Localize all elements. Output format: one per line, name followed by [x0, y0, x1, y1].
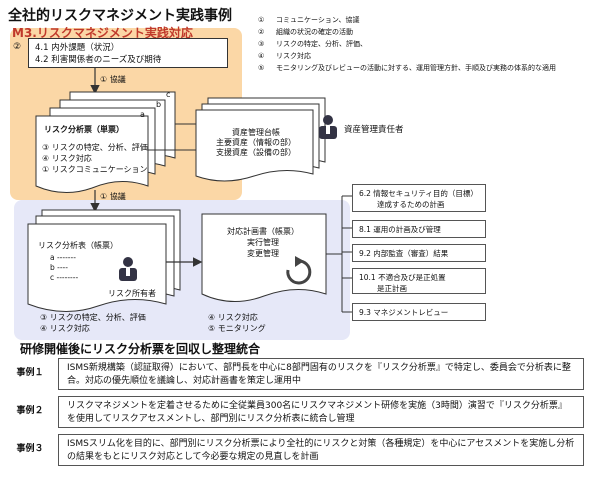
page-title: 全社的リスクマネジメント実践事例: [8, 8, 232, 24]
clause-box-9-2: 9.2 内部監査（審査）結果: [352, 244, 486, 262]
case-text-1: ISMS新規構築（認証取得）において、部門長を中心に8部門固有のリスクを『リスク…: [58, 358, 584, 390]
refresh-cycle-icon: [286, 256, 312, 285]
asset-manager-label: 資産管理責任者: [344, 125, 404, 135]
risk-sheet-title: リスク分析票（単票）: [44, 125, 124, 134]
consult-label-1: ① 協議: [100, 75, 126, 84]
asset-manager-person-icon: [319, 115, 337, 139]
clause-box-10-1: 10.1 不適合及び是正処置 是正計画: [352, 268, 486, 294]
case-text-3: ISMSスリム化を目的に、部門別にリスク分析票により全社的にリスクと対策（各種規…: [58, 434, 584, 466]
risk-analysis-sheet-front: [35, 115, 149, 193]
sheet-letter-a: a: [140, 110, 145, 119]
asset-ledger-document: [195, 109, 314, 182]
response-plan-text: 対応計画書（帳票） 実行管理 変更管理: [227, 227, 299, 258]
requirement-internal-external: 4.1 内外課題（状況）: [35, 43, 120, 53]
risk-analysis-table-document: [27, 223, 167, 313]
case-label-3: 事例３: [16, 444, 44, 454]
analysis-table-items: ③ リスクの特定、分析、評価 ④ リスク対応: [40, 313, 146, 333]
response-plan-items: ④ リスク対応 ⑤ モニタリング: [208, 313, 266, 333]
consult-label-2: ① 協議: [100, 192, 126, 201]
requirement-stakeholders: 4.2 利害関係者のニーズ及び期待: [35, 55, 162, 65]
response-plan-document: [201, 213, 327, 303]
page-subtitle: M3.リスクマネジメント実践対応: [12, 26, 193, 40]
clause-box-6-2: 6.2 情報セキュリティ目的（目標） 達成するための計画: [352, 184, 486, 212]
case-label-1: 事例１: [16, 368, 44, 378]
context-marker: ②: [13, 42, 22, 52]
section-heading: 研修開催後にリスク分析票を回収し整理統合: [20, 342, 261, 356]
risk-sheet-items: ③ リスクの特定、分析、評価 ④ リスク対応 ① リスクコミュニケーション: [42, 143, 148, 174]
risk-owner-label: リスク所有者: [108, 289, 156, 298]
analysis-table-rows: a ------- b ---- c --------: [50, 253, 79, 282]
clause-box-8-1: 8.1 運用の計画及び管理: [352, 220, 486, 238]
clause-box-9-3: 9.3 マネジメントレビュー: [352, 303, 486, 321]
risk-owner-person-icon: [119, 257, 137, 281]
context-requirements-box: 4.1 内外課題（状況） 4.2 利害関係者のニーズ及び期待: [28, 38, 228, 68]
sheet-letter-b: b: [156, 100, 162, 109]
analysis-table-title: リスク分析表（帳票）: [38, 241, 118, 250]
case-text-2: リスクマネジメントを定着させるために全従業員300名にリスクマネジメント研修を実…: [58, 396, 584, 428]
asset-ledger-text: 資産管理台帳 主要資産（情報の部） 支援資産（設備の部）: [216, 128, 296, 157]
case-label-2: 事例２: [16, 406, 44, 416]
sheet-letter-c: c: [166, 90, 171, 99]
